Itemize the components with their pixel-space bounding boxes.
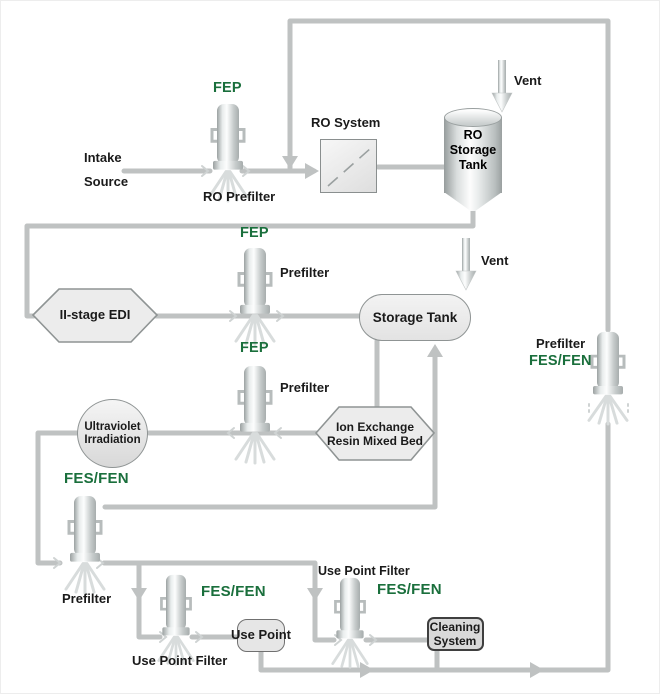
vent-top-icon bbox=[491, 60, 513, 114]
use-point-box bbox=[237, 619, 285, 652]
chevron-upf1-in bbox=[159, 631, 168, 643]
uv-line2: Irradiation bbox=[84, 433, 141, 446]
ro-storage-tank-line3: Tank bbox=[458, 158, 488, 172]
use-point-filter2-material: FES/FEN bbox=[377, 581, 442, 598]
loop-prefilter-icon bbox=[63, 495, 107, 595]
prefilter-edi-material: FEP bbox=[240, 225, 269, 241]
distribution-prefilter-material: FES/FEN bbox=[64, 470, 129, 487]
pipe-return-loop-top bbox=[287, 18, 611, 333]
ro-prefilter-icon bbox=[206, 103, 250, 203]
ro-system-box bbox=[320, 139, 377, 193]
right-loop-prefilter-material: FES/FEN bbox=[529, 353, 592, 369]
distribution-prefilter-label: Prefilter bbox=[62, 591, 112, 606]
intake-label-line1: Intake bbox=[84, 150, 122, 165]
ro-membrane-dashed-line bbox=[327, 147, 372, 187]
prefilter-ionx-material: FEP bbox=[240, 340, 269, 356]
chevron-prefilter-ionx-out bbox=[226, 427, 235, 439]
use-point-label: Use Point bbox=[231, 627, 291, 642]
uv-label: Ultraviolet Irradiation bbox=[77, 399, 148, 468]
uv-line1: Ultraviolet bbox=[84, 420, 141, 433]
cleaning-system-label: Cleaning System bbox=[430, 620, 481, 648]
prefilter-ionx-icon bbox=[233, 365, 277, 465]
storage-tank-label: Storage Tank bbox=[372, 309, 458, 325]
ion-exchange-line2: Resin Mixed Bed bbox=[326, 433, 424, 448]
pipe-recirc-to-storagetank bbox=[102, 349, 438, 510]
ion-exchange-line1: Ion Exchange bbox=[335, 419, 415, 434]
ro-storage-tank-line1: RO bbox=[463, 128, 483, 142]
ro-storage-tank-label: RO Storage Tank bbox=[444, 128, 502, 173]
ro-prefilter-material: FEP bbox=[213, 80, 242, 96]
vent-mid-label: Vent bbox=[481, 253, 509, 268]
ion-exchange-label: Ion Exchange Resin Mixed Bed bbox=[315, 406, 435, 461]
arrow-into-ro-system bbox=[305, 163, 319, 179]
chevron-prefilter-edi-out bbox=[276, 310, 285, 322]
use-point-filter1-label: Use Point Filter bbox=[132, 653, 228, 668]
cleaning-system-box bbox=[427, 617, 484, 651]
pipe-uv-to-loopprefilter bbox=[35, 430, 81, 566]
cleaning-system-line2: System bbox=[433, 634, 477, 648]
ion-exchange-hexagon bbox=[315, 406, 435, 461]
ro-storage-tank: RO Storage Tank bbox=[444, 108, 502, 211]
arrow-up-into-storage-tank bbox=[427, 344, 443, 357]
pipe-rotank-to-edi bbox=[24, 203, 476, 319]
use-point-filter2-icon bbox=[330, 577, 370, 669]
chevron-upf2-out bbox=[369, 634, 378, 646]
prefilter-ionx-label: Prefilter bbox=[280, 380, 330, 395]
storage-tank bbox=[359, 294, 471, 341]
arrow-right-bottom-1 bbox=[360, 662, 374, 678]
chevron-prefilter-ionx-in bbox=[273, 427, 282, 439]
use-point-filter1-material: FES/FEN bbox=[201, 583, 266, 600]
chevron-upf1-out bbox=[195, 631, 204, 643]
uv-irradiation-circle bbox=[77, 399, 148, 468]
edi-hexagon bbox=[32, 288, 158, 343]
right-loop-prefilter-icon bbox=[586, 331, 630, 426]
prefilter-edi-icon bbox=[233, 247, 277, 347]
arrow-down-branch1 bbox=[131, 588, 147, 601]
right-loop-prefilter-label: Prefilter bbox=[536, 336, 586, 351]
edi-label: II-stage EDI bbox=[59, 307, 131, 323]
ro-storage-tank-top bbox=[444, 108, 502, 127]
ro-storage-tank-body bbox=[444, 117, 502, 193]
pipe-branch-usepoint1 bbox=[136, 560, 163, 640]
chevron-prefilter-edi-in bbox=[229, 310, 238, 322]
ro-prefilter-label: RO Prefilter bbox=[203, 189, 276, 204]
chevron-ro-prefilter-in bbox=[201, 165, 210, 177]
use-point-filter2-label: Use Point Filter bbox=[318, 564, 410, 578]
intake-label-line2: Source bbox=[84, 174, 129, 189]
arrow-right-bottom-2 bbox=[530, 662, 544, 678]
cleaning-system-line1: Cleaning bbox=[429, 620, 481, 634]
pipe-bottom-return bbox=[258, 421, 611, 673]
prefilter-edi-label: Prefilter bbox=[280, 265, 330, 280]
chevron-ro-prefilter-out bbox=[242, 165, 251, 177]
pipe-distribution-main bbox=[101, 560, 337, 643]
arrow-down-return-junction bbox=[282, 156, 298, 169]
arrow-down-branch2 bbox=[307, 588, 323, 601]
ro-storage-tank-cone bbox=[444, 192, 502, 211]
vent-top-label: Vent bbox=[514, 73, 542, 88]
ro-storage-tank-line2: Storage bbox=[449, 143, 497, 157]
chevron-loop-prefilter-in bbox=[53, 557, 62, 569]
vent-mid-icon bbox=[455, 238, 477, 292]
ro-system-label: RO System bbox=[311, 115, 381, 130]
